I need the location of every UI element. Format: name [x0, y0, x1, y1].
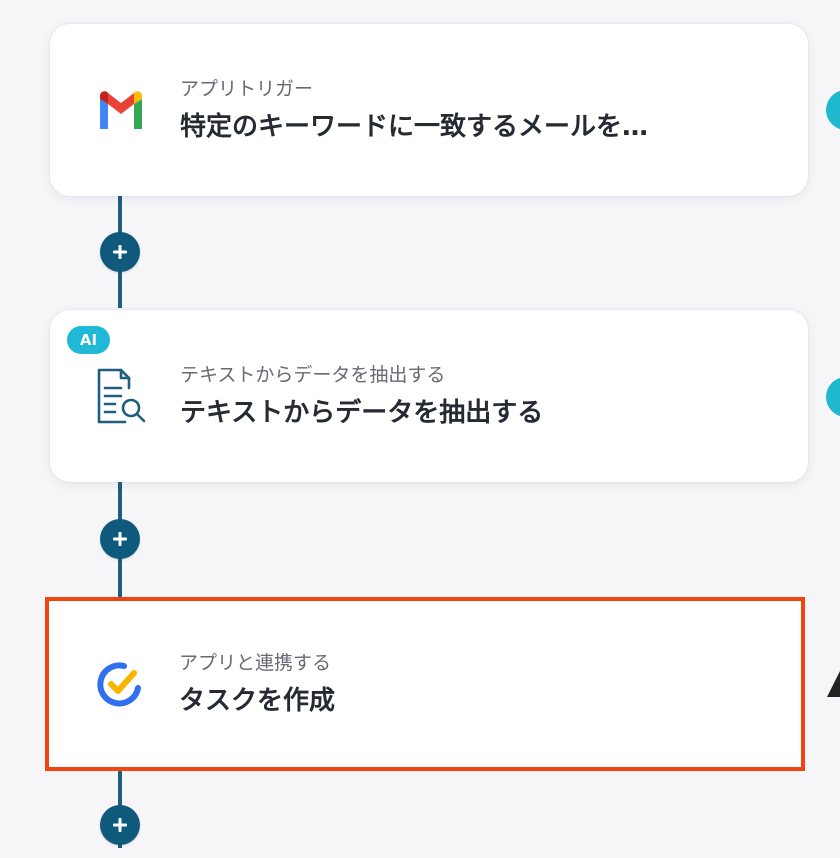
- step-text: アプリトリガー 特定のキーワードに一致するメールを…: [180, 76, 648, 144]
- add-step-button[interactable]: [100, 232, 140, 272]
- step-subtitle: アプリトリガー: [180, 78, 314, 100]
- plus-icon: [113, 532, 127, 546]
- plus-icon: [113, 818, 127, 832]
- step-title: タスクを作成: [179, 686, 336, 716]
- add-step-button[interactable]: [100, 519, 140, 559]
- status-indicator: [826, 377, 840, 417]
- step-text: テキストからデータを抽出する テキストからデータを抽出する: [180, 362, 543, 430]
- step-subtitle: テキストからデータを抽出する: [180, 364, 446, 386]
- ai-badge: AI: [67, 326, 110, 354]
- step-title: 特定のキーワードに一致するメールを…: [180, 112, 649, 142]
- todoist-check-icon: [93, 657, 147, 711]
- step-title: テキストからデータを抽出する: [180, 398, 544, 428]
- step-subtitle: アプリと連携する: [179, 652, 332, 674]
- flow-step-create-task[interactable]: アプリと連携する タスクを作成: [45, 597, 805, 771]
- flow-step-ai-extract[interactable]: テキストからデータを抽出する テキストからデータを抽出する: [50, 310, 808, 482]
- warning-icon: [826, 667, 840, 703]
- gmail-icon: [94, 83, 148, 137]
- document-search-icon: [94, 368, 148, 424]
- status-indicator: [826, 90, 840, 130]
- add-step-button[interactable]: [100, 805, 140, 845]
- plus-icon: [113, 245, 127, 259]
- step-text: アプリと連携する タスクを作成: [179, 650, 335, 718]
- flow-step-trigger[interactable]: アプリトリガー 特定のキーワードに一致するメールを…: [50, 24, 808, 196]
